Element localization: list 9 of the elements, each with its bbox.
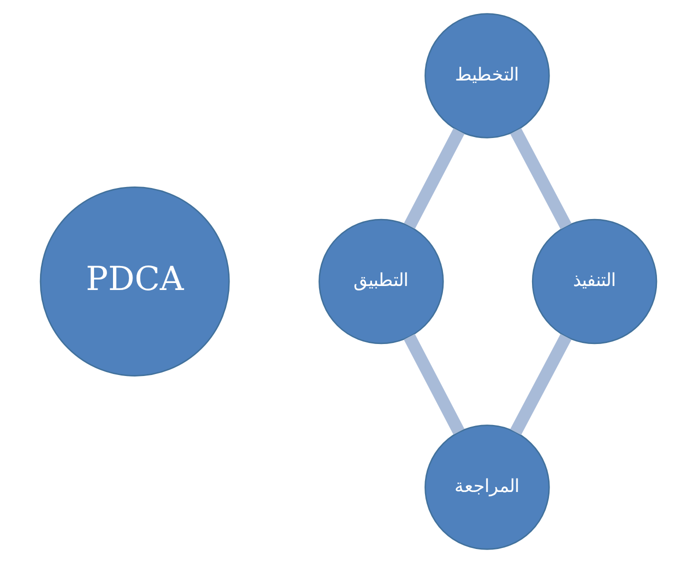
connector: [510, 334, 572, 436]
node-circle: التطبيق: [318, 218, 444, 344]
connector: [403, 334, 464, 435]
node-circle: التنفيذ: [531, 218, 657, 344]
node-circle: المراجعة: [424, 424, 550, 550]
connector: [510, 128, 572, 230]
connector: [403, 128, 464, 229]
node-circle: التخطيط: [424, 13, 550, 138]
node-circle: PDCA: [39, 186, 230, 376]
